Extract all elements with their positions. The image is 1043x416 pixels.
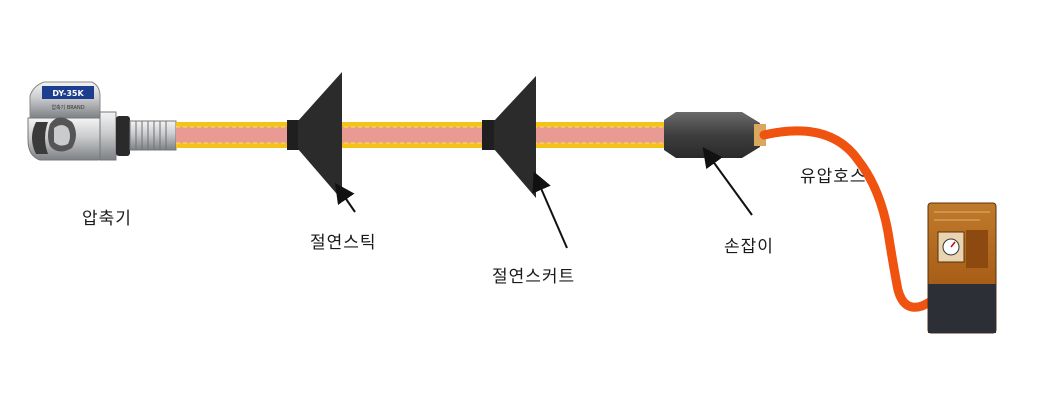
insulated-stick bbox=[176, 122, 672, 148]
label-handle: 손잡이 bbox=[724, 237, 774, 257]
hydraulic-pump bbox=[927, 202, 997, 334]
model-plate bbox=[42, 86, 94, 99]
label-compressor: 압축기 bbox=[82, 209, 132, 229]
arrow-insulated-skirt bbox=[532, 171, 568, 249]
insulated-skirt-2 bbox=[482, 76, 536, 198]
model-plate-text: DY-35K bbox=[52, 89, 84, 98]
label-insulated-skirt: 절연스커트 bbox=[492, 267, 576, 287]
insulated-skirt-1 bbox=[287, 72, 342, 200]
label-insulated-stick: 절연스틱 bbox=[310, 233, 377, 253]
hydraulic-hose bbox=[759, 126, 953, 312]
handle-grip bbox=[664, 112, 766, 158]
compressor-head: DY-35K 압축기 BRAND bbox=[27, 81, 177, 161]
callout-arrows bbox=[334, 147, 753, 249]
arrow-handle bbox=[702, 147, 753, 216]
label-hydraulic-hose: 유압호스 bbox=[800, 167, 867, 187]
model-plate-subtext: 압축기 BRAND bbox=[51, 104, 84, 111]
arrow-insulated-stick bbox=[334, 182, 356, 213]
